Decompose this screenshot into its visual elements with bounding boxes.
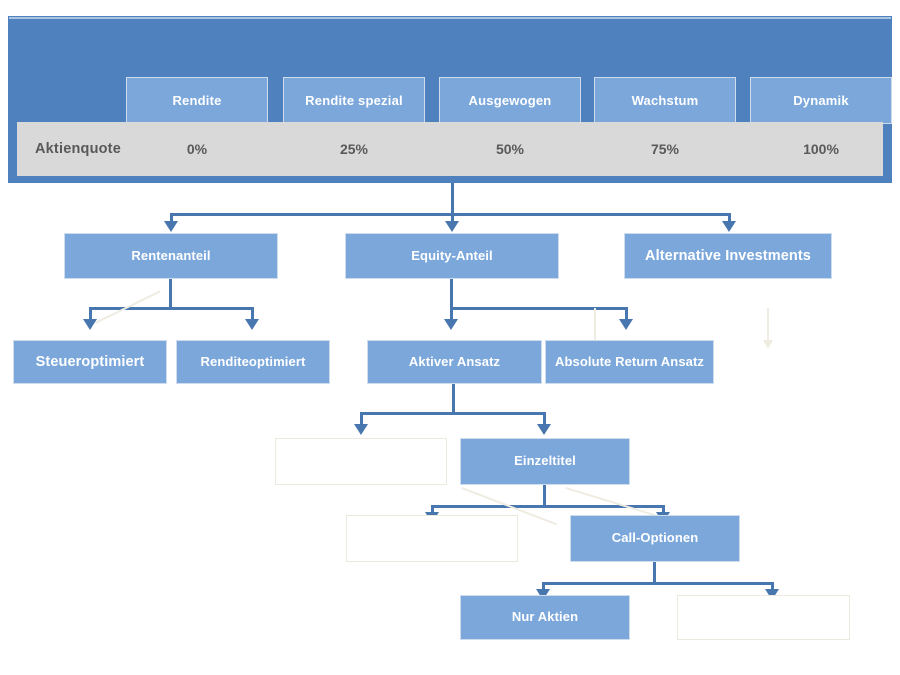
ghost-arrow-alternative (763, 340, 773, 349)
node-placeholder-level4[interactable] (346, 515, 518, 562)
node-alternative-investments[interactable]: Alternative Investments (624, 233, 832, 279)
profile-card-rendite[interactable]: Rendite (126, 77, 268, 124)
connector-rentenanteil-drop-right (251, 307, 254, 321)
connector-aktiver-drop-right (543, 412, 546, 426)
node-absolute-return-ansatz[interactable]: Absolute Return Ansatz (545, 340, 714, 384)
node-rentenanteil[interactable]: Rentenanteil (64, 233, 278, 279)
header-top-rule (9, 17, 891, 19)
connector-call-optionen-drop-right (771, 582, 774, 591)
connector-root-stem (451, 183, 454, 215)
node-equity-anteil[interactable]: Equity-Anteil (345, 233, 559, 279)
connector-einzeltitel-bus (431, 505, 665, 508)
connector-root-drop-left (170, 213, 173, 223)
connector-einzeltitel-drop-right (662, 505, 665, 514)
node-steueroptimiert[interactable]: Steueroptimiert (13, 340, 167, 384)
node-call-optionen[interactable]: Call-Optionen (570, 515, 740, 562)
connector-root-bus (170, 213, 731, 216)
connector-einzeltitel-stem (543, 485, 546, 507)
connector-rentenanteil-bus (89, 307, 254, 310)
aktienquote-value-dynamik: 100% (803, 141, 839, 157)
connector-rentenanteil-drop-left (89, 307, 92, 321)
aktienquote-row: Aktienquote 0% 25% 50% 75% 100% (17, 122, 883, 176)
connector-call-optionen-drop-left (542, 582, 545, 591)
aktienquote-value-rendite-spezial: 25% (339, 141, 369, 157)
ghost-stem-equity (594, 308, 596, 346)
ghost-stem-alternative (767, 308, 769, 346)
arrow-to-einzeltitel (537, 424, 551, 435)
arrow-to-level5-placeholder (765, 589, 779, 600)
arrow-to-absolute-return-ansatz (619, 319, 633, 330)
connector-call-optionen-bus (542, 582, 774, 585)
connector-aktiver-stem (452, 384, 455, 414)
arrow-to-aktiver-ansatz (444, 319, 458, 330)
connector-einzeltitel-drop-left (431, 505, 434, 514)
aktienquote-label: Aktienquote (35, 141, 121, 157)
connector-equity-drop-right (625, 307, 628, 321)
aktienquote-value-ausgewogen: 50% (495, 141, 525, 157)
connector-root-drop-right (728, 213, 731, 223)
node-renditeoptimiert[interactable]: Renditeoptimiert (176, 340, 330, 384)
node-aktiver-ansatz[interactable]: Aktiver Ansatz (367, 340, 542, 384)
connector-aktiver-drop-left (360, 412, 363, 426)
node-nur-aktien[interactable]: Nur Aktien (460, 595, 630, 640)
aktienquote-value-wachstum: 75% (650, 141, 680, 157)
profile-card-dynamik[interactable]: Dynamik (750, 77, 892, 124)
arrow-to-alternative-investments (722, 221, 736, 232)
arrow-to-rentenanteil (164, 221, 178, 232)
node-einzeltitel[interactable]: Einzeltitel (460, 438, 630, 485)
profile-card-ausgewogen[interactable]: Ausgewogen (439, 77, 581, 124)
connector-call-optionen-stem (653, 562, 656, 584)
profile-card-rendite-spezial[interactable]: Rendite spezial (283, 77, 425, 124)
arrow-to-level3-placeholder (354, 424, 368, 435)
arrow-to-steueroptimiert (83, 319, 97, 330)
profile-card-wachstum[interactable]: Wachstum (594, 77, 736, 124)
connector-root-drop-mid (451, 213, 454, 223)
node-placeholder-level3[interactable] (275, 438, 447, 485)
arrow-to-renditeoptimiert (245, 319, 259, 330)
arrow-to-nur-aktien (536, 589, 550, 600)
node-placeholder-level5[interactable] (677, 595, 850, 640)
connector-equity-bus (450, 307, 628, 310)
connector-equity-stem (450, 279, 453, 309)
aktienquote-value-rendite: 0% (186, 141, 208, 157)
connector-rentenanteil-stem (169, 279, 172, 309)
connector-equity-drop-left (450, 307, 453, 321)
arrow-to-equity-anteil (445, 221, 459, 232)
connector-aktiver-bus (360, 412, 546, 415)
